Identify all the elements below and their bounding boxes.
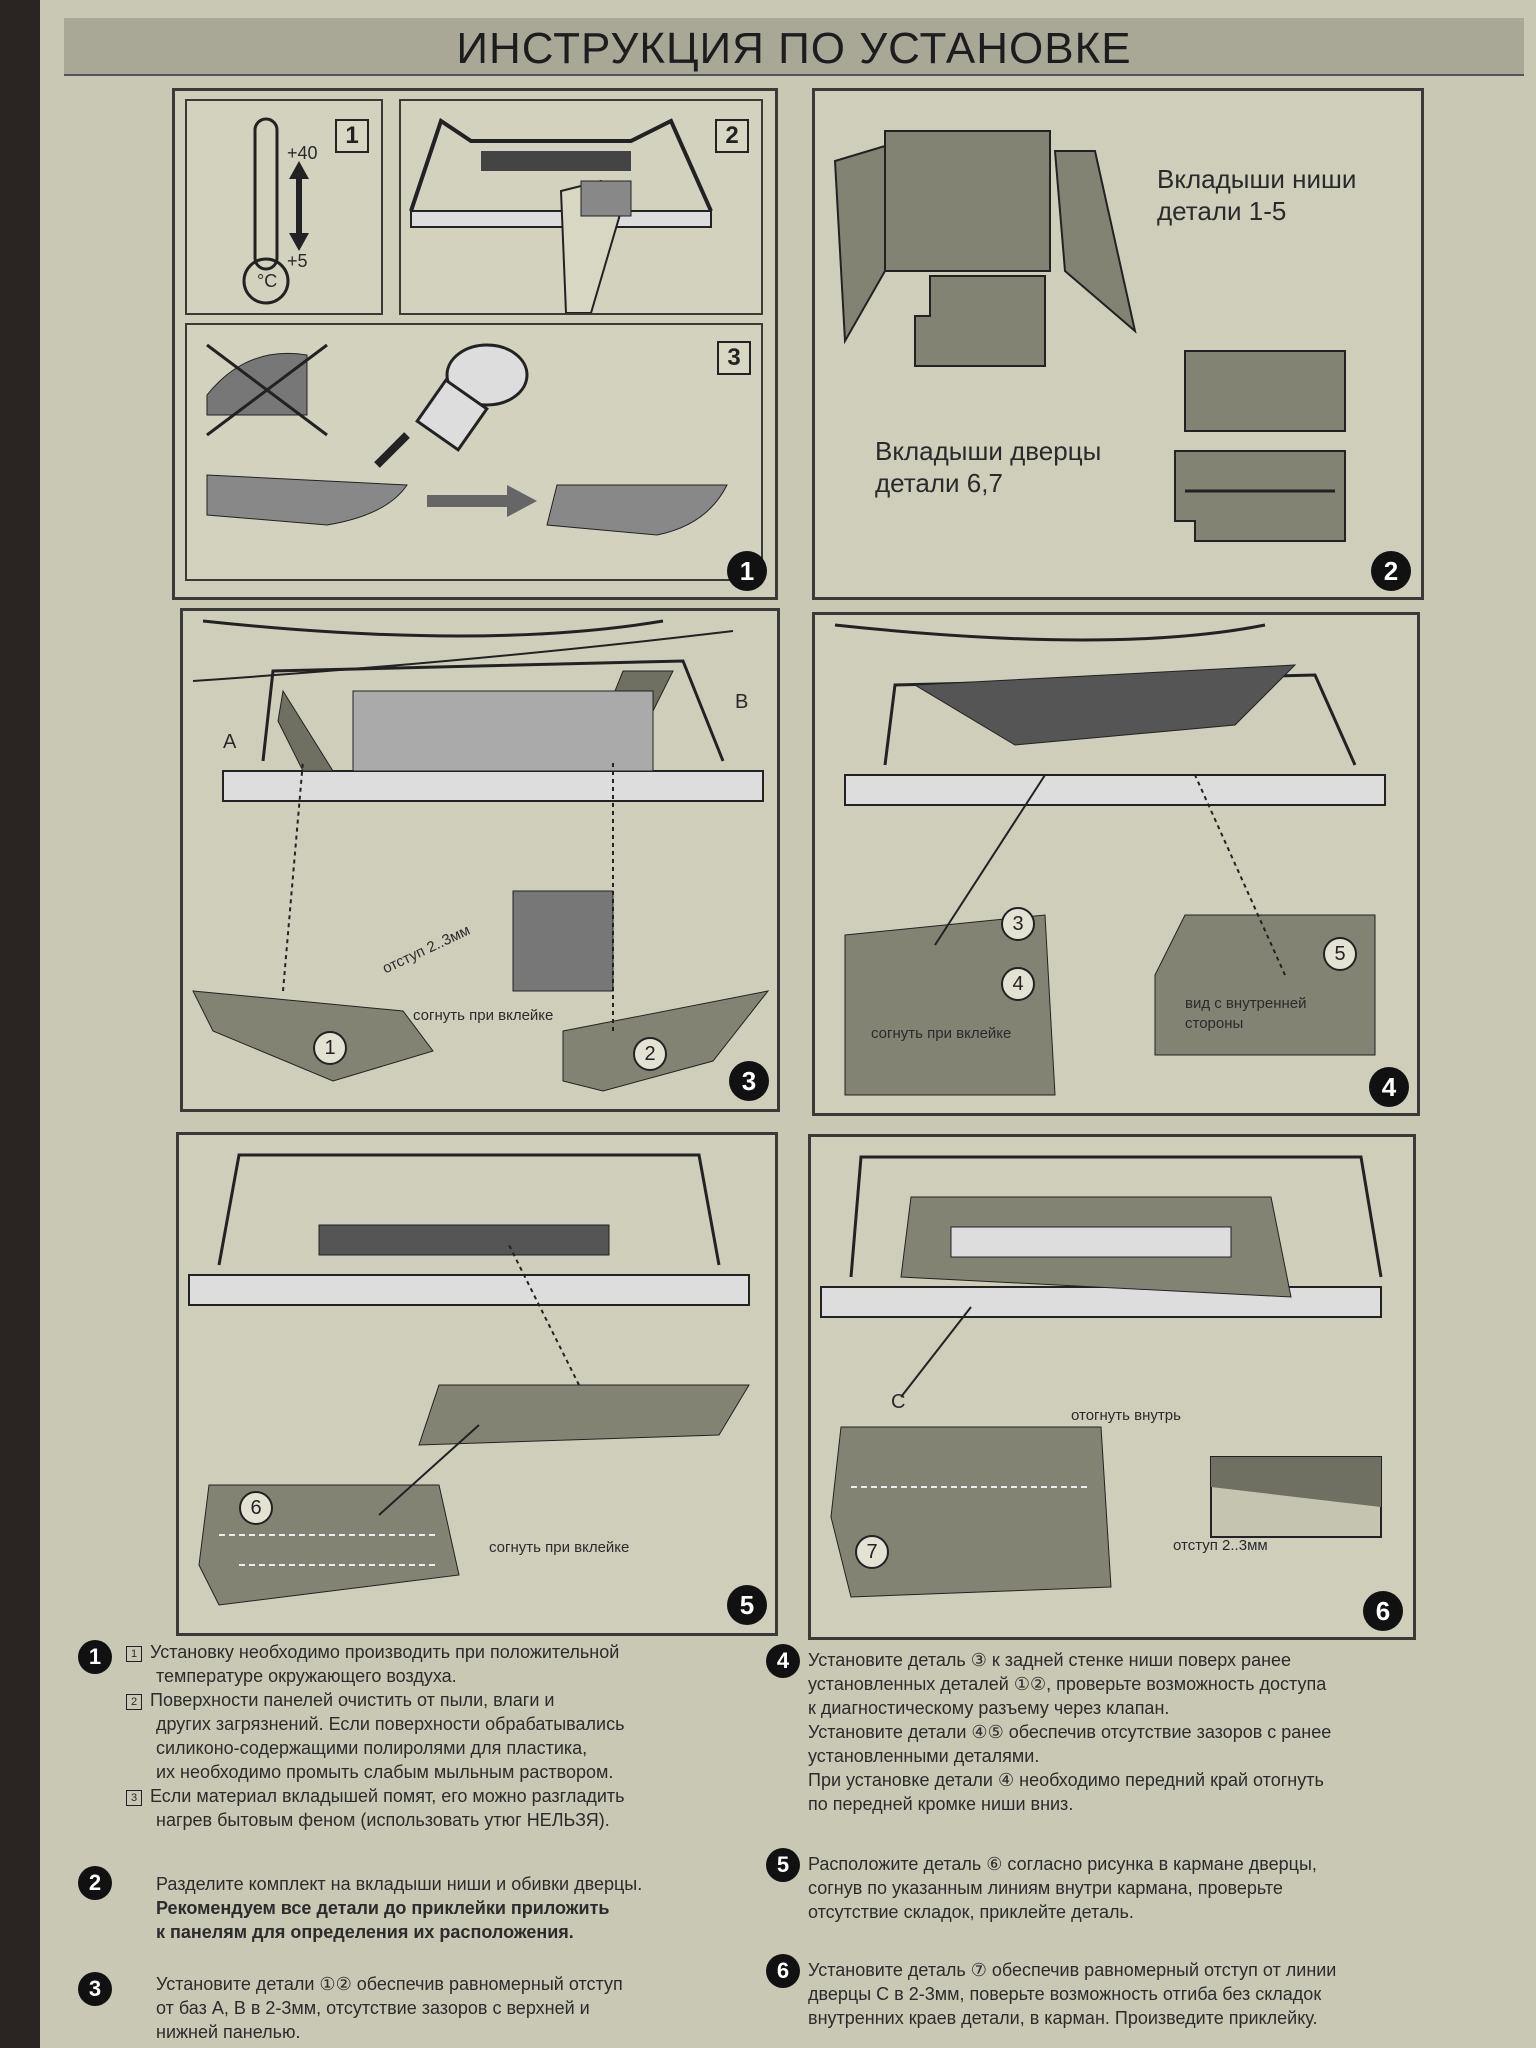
instruction-3-text: Установите детали ①② обеспечив равномерн…	[156, 1972, 776, 2044]
instr-5-line-3: отсутствие складок, приклейте деталь.	[808, 1902, 1134, 1922]
temp-high-label: +40	[287, 143, 318, 163]
instr-6-line-1: Установите деталь ⑦ обеспечив равномерны…	[808, 1960, 1337, 1980]
part-5-badge: 5	[1323, 937, 1357, 971]
substep-3-badge: 3	[717, 341, 751, 375]
part-4-badge: 4	[1001, 967, 1035, 1001]
instr-1-1-line-1: Установку необходимо производить при пол…	[150, 1642, 620, 1662]
instr-6-line-3: внутренних краев детали, в карман. Произ…	[808, 2008, 1318, 2028]
parts-illustration	[833, 130, 1346, 542]
instr-5-line-2: согнув по указанным линиям внутри карман…	[808, 1878, 1283, 1898]
step-5-badge: 5	[727, 1585, 767, 1625]
inside-view-line-1: вид с внутренней	[1185, 995, 1307, 1012]
door-label-line-1: Вкладыши дверцы	[875, 436, 1102, 466]
bend-label: согнуть при вклейке	[871, 1025, 1012, 1042]
instruction-1-item-3: 3 Если материал вкладышей помят, его можн…	[126, 1784, 766, 1808]
instruction-4-badge: 4	[766, 1644, 800, 1678]
instruction-2-badge: 2	[78, 1866, 112, 1900]
door-label-line-2: детали 6,7	[875, 468, 1003, 498]
part-7-badge: 7	[855, 1535, 889, 1569]
subpanel-temperature: +40 +5 °C 1	[185, 99, 383, 315]
instruction-5-text: Расположите деталь ⑥ согласно рисунка в …	[808, 1852, 1508, 1924]
panel-step-6: C отогнуть внутрь 7 отступ 2..3мм 6	[808, 1134, 1416, 1640]
instr-3-line-2: от баз А, В в 2-3мм, отсутствие зазоров …	[156, 1998, 590, 2018]
instruction-6-badge: 6	[766, 1954, 800, 1988]
instr-2-bold-line-1: Рекомендуем все детали до приклейки прил…	[156, 1898, 610, 1918]
instruction-1-item-2: 2 Поверхности панелей очистить от пыли, в…	[126, 1688, 766, 1712]
instr-6-line-2: дверцы С в 2-3мм, поверьте возможность о…	[808, 1984, 1322, 2004]
instruction-2-text: Разделите комплект на вкладыши ниши и об…	[156, 1872, 776, 1944]
instr-4-line-6: При установке детали ④ необходимо передн…	[808, 1770, 1324, 1790]
instruction-5-badge: 5	[766, 1848, 800, 1882]
instr-1-3-line-1: Если материал вкладышей помят, его можно…	[150, 1786, 625, 1806]
fold-in-label: отогнуть внутрь	[1071, 1407, 1181, 1424]
step-4-badge: 4	[1369, 1067, 1409, 1107]
subpanel-smoothing: 3	[185, 323, 763, 581]
substep-3-square: 3	[126, 1790, 142, 1806]
step-3-badge: 3	[729, 1061, 769, 1101]
instruction-4-text: Установите деталь ③ к задней стенке ниши…	[808, 1648, 1508, 1816]
smoothing-illustration	[206, 343, 728, 536]
instr-3-line-1: Установите детали ①② обеспечив равномерн…	[156, 1974, 623, 1994]
base-a-label: A	[223, 731, 237, 753]
step-3-illustration	[192, 619, 770, 1092]
step-2-badge: 2	[1371, 551, 1411, 591]
instr-4-line-4: Установите детали ④⑤ обеспечив отсутстви…	[808, 1722, 1332, 1742]
substep-2-badge: 2	[715, 119, 749, 153]
instr-4-line-7: по передней кромке ниши вниз.	[808, 1794, 1074, 1814]
part-2-badge: 2	[633, 1037, 667, 1071]
substep-1-badge: 1	[335, 119, 369, 153]
instr-1-3-line-2: нагрев бытовым феном (использовать утюг …	[156, 1810, 610, 1830]
door-line-c-label: C	[891, 1391, 906, 1413]
instr-2-bold-line-2: к панелям для определения их расположени…	[156, 1922, 574, 1942]
panel-step-4: 3 4 5 согнуть при вклейке вид с внутренн…	[812, 612, 1420, 1116]
instr-4-line-5: установленными деталями.	[808, 1746, 1040, 1766]
instruction-1-badge: 1	[78, 1640, 112, 1674]
instr-1-2-line-3: силиконо-содержащими полиролями для плас…	[156, 1738, 588, 1758]
niche-label-line-1: Вкладыши ниши	[1157, 164, 1357, 194]
step-5-illustration	[188, 1153, 750, 1606]
instruction-6-text: Установите деталь ⑦ обеспечив равномерны…	[808, 1958, 1508, 2030]
instruction-1-text: 1 Установку необходимо производить при по…	[126, 1640, 766, 1832]
instr-2-line-1: Разделите комплект на вкладыши ниши и об…	[156, 1874, 643, 1894]
instr-3-line-3: нижней панелью.	[156, 2022, 301, 2042]
panel-step-5: 6 согнуть при вклейке 5	[176, 1132, 778, 1636]
instr-1-1-line-2: температуре окружающего воздуха.	[156, 1666, 457, 1686]
title-bar: ИНСТРУКЦИЯ ПО УСТАНОВКЕ	[64, 18, 1524, 76]
offset-label: отступ 2..3мм	[1173, 1537, 1268, 1554]
temp-low-label: +5	[287, 251, 308, 271]
instr-4-line-2: установленных деталей ①②, проверьте возм…	[808, 1674, 1327, 1694]
part-6-badge: 6	[239, 1491, 273, 1525]
bend-label: согнуть при вклейке	[413, 1007, 554, 1024]
instruction-3-badge: 3	[78, 1972, 112, 2006]
inside-view-line-2: стороны	[1185, 1015, 1244, 1032]
base-b-label: B	[735, 691, 749, 713]
instr-5-line-1: Расположите деталь ⑥ согласно рисунка в …	[808, 1854, 1317, 1874]
step-1-badge: 1	[727, 551, 767, 591]
page-title: ИНСТРУКЦИЯ ПО УСТАНОВКЕ	[456, 24, 1132, 73]
instr-4-line-1: Установите деталь ③ к задней стенке ниши…	[808, 1650, 1292, 1670]
panel-step-3: A B отступ 2..3мм согнуть при вклейке 1 …	[180, 608, 780, 1112]
substep-2-square: 2	[126, 1694, 142, 1710]
instr-1-2-line-4: их необходимо промыть слабым мыльным рас…	[156, 1762, 614, 1782]
cleaning-illustration	[409, 117, 713, 313]
panel-step-2: Вкладыши ниши детали 1-5 Вкладыши дверцы…	[812, 88, 1424, 600]
temp-unit-label: °C	[257, 271, 278, 291]
panel-step-1: +40 +5 °C 1 2 3 1	[172, 88, 778, 600]
subpanel-cleaning: 2	[399, 99, 763, 315]
part-1-badge: 1	[313, 1031, 347, 1065]
instruction-1-item-1: 1 Установку необходимо производить при по…	[126, 1640, 766, 1664]
niche-label-line-2: детали 1-5	[1157, 196, 1287, 226]
step-6-illustration	[820, 1155, 1383, 1598]
substep-1-square: 1	[126, 1646, 142, 1662]
part-3-badge: 3	[1001, 907, 1035, 941]
step-4-illustration	[834, 623, 1386, 1096]
instr-1-2-line-2: других загрязнений. Если поверхности обр…	[156, 1714, 625, 1734]
thermometer-icon	[242, 117, 309, 305]
step-6-badge: 6	[1363, 1591, 1403, 1631]
instr-1-2-line-1: Поверхности панелей очистить от пыли, вл…	[150, 1690, 555, 1710]
instr-4-line-3: к диагностическому разъему через клапан.	[808, 1698, 1170, 1718]
bend-label: согнуть при вклейке	[489, 1539, 630, 1556]
